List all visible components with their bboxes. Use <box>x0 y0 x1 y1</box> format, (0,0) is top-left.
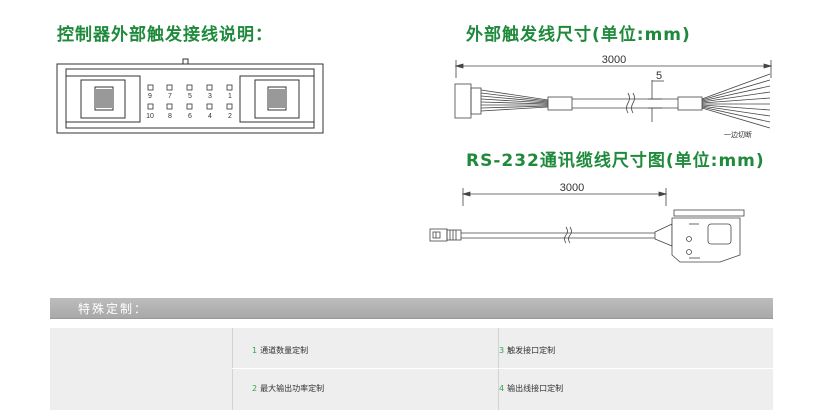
connector-grill-right <box>269 89 285 108</box>
option-number: 4 <box>499 384 505 393</box>
pin-label: 10 <box>146 113 154 120</box>
option-number: 3 <box>499 346 505 355</box>
pin-label: 4 <box>208 113 212 120</box>
rs232-cable-heading: RS-232通讯缆线尺寸图(单位:mm) <box>466 151 765 171</box>
trigger-cable-heading: 外部触发线尺寸(单位:mm) <box>466 25 691 45</box>
pin-label: 2 <box>228 113 232 120</box>
option-label: 触发接口定制 <box>507 346 556 355</box>
rs232-cable-drawing <box>429 188 745 263</box>
pin-label: 1 <box>228 93 232 100</box>
pin-label: 3 <box>208 93 212 100</box>
trigger-length-label: 3000 <box>602 54 626 66</box>
divider <box>232 368 773 369</box>
option-label: 通道数量定制 <box>260 346 309 355</box>
connector-pins <box>147 84 233 110</box>
wiring-heading: 控制器外部触发接线说明： <box>57 25 273 45</box>
divider <box>498 328 499 410</box>
option-number: 1 <box>252 346 258 355</box>
pin-label: 7 <box>168 93 172 100</box>
divider <box>232 328 233 410</box>
trigger-width-label: 5 <box>656 70 662 82</box>
custom-section-bar: 特殊定制： <box>50 298 773 319</box>
pin-label: 5 <box>188 93 192 100</box>
pin-label: 9 <box>148 93 152 100</box>
trigger-cable-drawing <box>454 60 773 129</box>
option-label: 最大输出功率定制 <box>260 384 325 393</box>
technical-drawings: 9 7 5 3 1 10 8 6 4 2 <box>56 54 773 263</box>
connector-grill-left <box>96 89 112 108</box>
cut-note: 一边切断 <box>724 130 752 139</box>
connector-diagram <box>56 58 324 134</box>
rs232-length-label: 3000 <box>560 182 584 194</box>
pin-label: 6 <box>188 113 192 120</box>
custom-section-title: 特殊定制： <box>78 302 149 316</box>
option-label: 输出线接口定制 <box>507 384 564 393</box>
option-number: 2 <box>252 384 258 393</box>
pin-label: 8 <box>168 113 172 120</box>
